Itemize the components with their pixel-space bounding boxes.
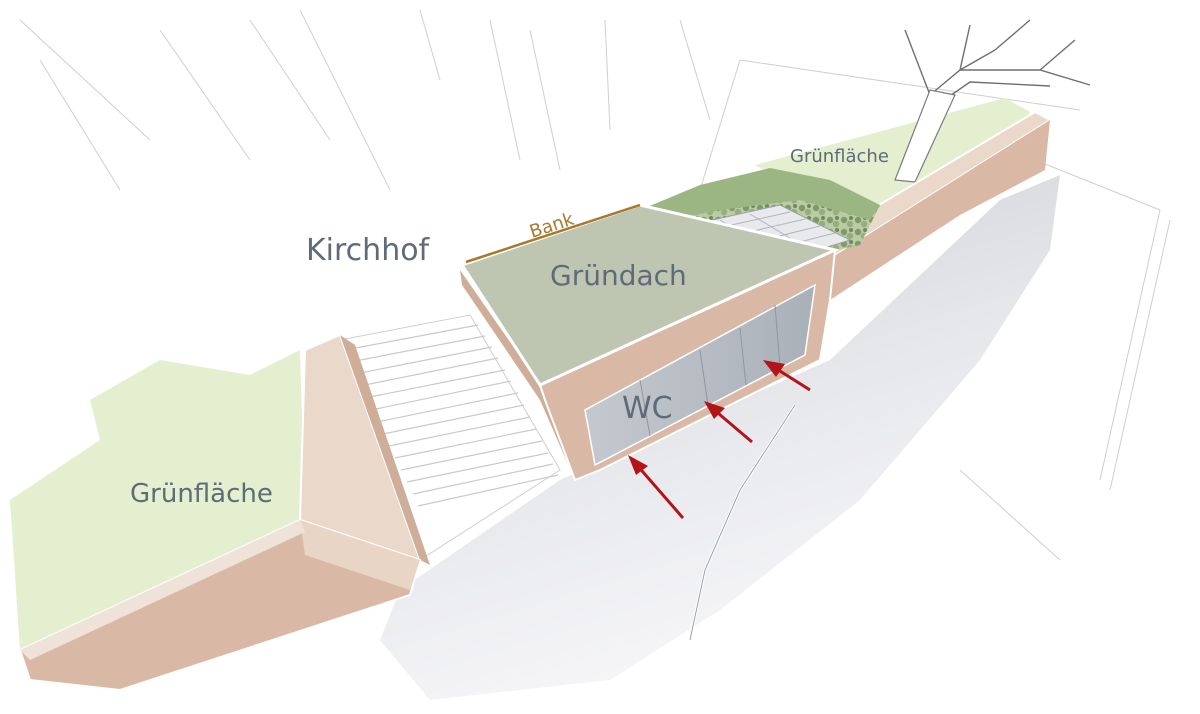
label-gruenflaeche-left: Grünfläche — [130, 479, 273, 509]
glass-facade — [584, 283, 816, 467]
wc-building — [459, 203, 840, 482]
label-kirchhof: Kirchhof — [306, 233, 431, 268]
paved-path — [380, 175, 1060, 700]
green-area-left — [10, 350, 305, 650]
label-wc: WC — [622, 391, 673, 426]
bank-line — [465, 203, 641, 264]
building-side-face — [460, 270, 575, 480]
tree-trunk — [894, 89, 956, 183]
hedge-icon — [640, 168, 880, 222]
entrance-arrow-icon — [628, 360, 811, 519]
left-wall — [18, 333, 430, 692]
label-gruendach: Gründach — [550, 259, 687, 292]
label-gruenflaeche-right: Grünfläche — [790, 146, 889, 167]
stairs — [339, 314, 561, 561]
sketch-lines — [19, 9, 1171, 561]
